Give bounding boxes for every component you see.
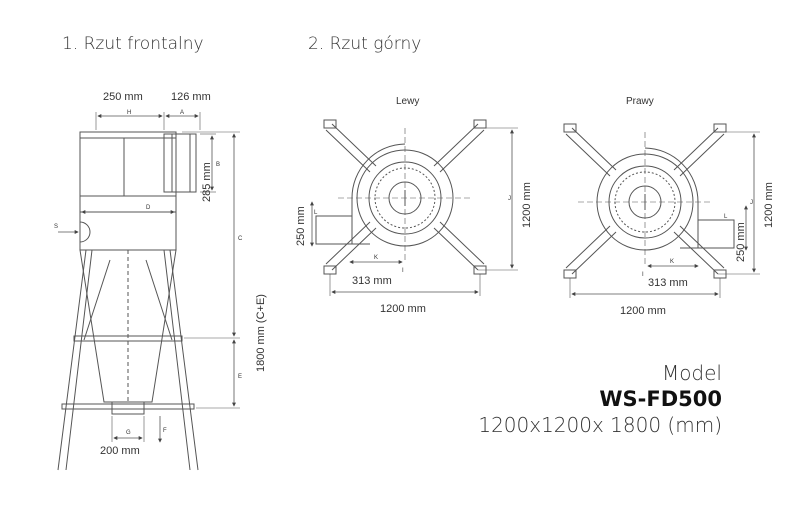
dim-g-label: 200 mm: [100, 445, 140, 457]
bottom-frame: [61, 403, 195, 410]
front-view-heading: 1. Rzut frontalny: [62, 34, 204, 54]
dim-a-label: 126 mm: [171, 91, 211, 103]
letter-f: F: [163, 428, 167, 434]
top-left-letter-i: I: [402, 268, 404, 274]
top-right-letter-k: K: [670, 259, 674, 265]
top-left-letter-j: J: [508, 196, 511, 202]
top-left-title: Lewy: [396, 96, 419, 107]
letter-h: H: [127, 110, 131, 116]
inlet-pipe: [79, 221, 91, 243]
letter-b: B: [216, 162, 220, 168]
top-view-heading: 2. Rzut górny: [308, 34, 422, 54]
top-right-dim-k: 313 mm: [648, 277, 688, 289]
top-right-letter-j: J: [750, 200, 753, 206]
right-leg: [163, 249, 199, 471]
top-right-dim-side: 250 mm: [735, 222, 747, 262]
model-dimensions: 1200x1200x 1800 (mm): [478, 413, 722, 437]
letter-c: C: [238, 236, 243, 242]
top-left-dim-k: 313 mm: [352, 275, 392, 287]
top-left-dim-width: 1200 mm: [380, 303, 426, 315]
top-right-letter-i: I: [642, 272, 644, 278]
letter-g: G: [126, 430, 131, 436]
upper-cylinder: [79, 137, 177, 197]
top-view-right-drawing: [563, 123, 760, 298]
cyclone-body: [79, 195, 177, 251]
top-view-left-drawing: [310, 119, 518, 296]
top-right-dim-height: 1200 mm: [763, 182, 775, 228]
top-left-letter-l: L: [314, 210, 318, 216]
cyclone-lid: [79, 131, 177, 139]
mid-frame: [73, 335, 183, 342]
model-name: WS-FD500: [599, 387, 722, 411]
letter-a: A: [180, 110, 184, 116]
letter-d: D: [146, 205, 151, 211]
letter-e: E: [238, 374, 242, 380]
front-view-drawing: [57, 112, 240, 471]
dim-h-label: 250 mm: [103, 91, 143, 103]
model-label: Model: [661, 361, 722, 385]
top-right-dim-width: 1200 mm: [620, 305, 666, 317]
top-left-dim-height: 1200 mm: [521, 182, 533, 228]
outlet-duct: [163, 133, 197, 193]
top-left-letter-k: K: [374, 255, 378, 261]
top-right-title: Prawy: [626, 96, 654, 107]
left-leg: [57, 249, 93, 471]
top-left-dim-side: 250 mm: [295, 206, 307, 246]
dim-ce-label: 1800 mm (C+E): [255, 294, 267, 372]
letter-s: S: [54, 224, 58, 230]
model-info: Model WS-FD500 1200x1200x 1800 (mm): [478, 360, 722, 438]
top-right-letter-l: L: [724, 214, 728, 220]
dim-b-label: 285 mm: [201, 162, 213, 202]
cyclone-cone: [79, 249, 177, 403]
